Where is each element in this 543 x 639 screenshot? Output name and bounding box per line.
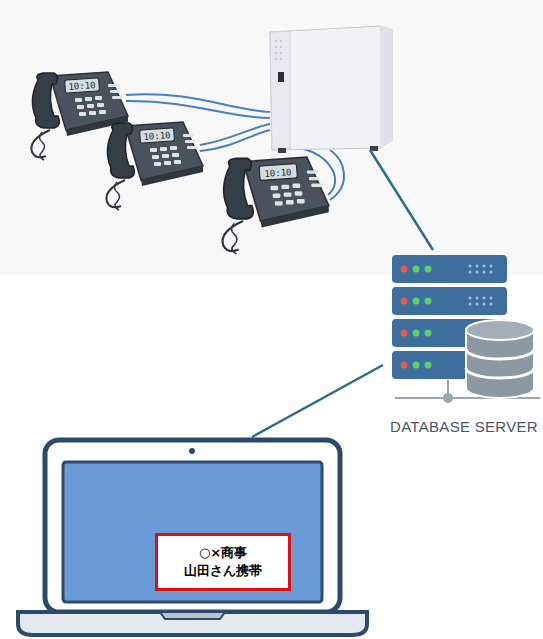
phone-display-time: 10:10 [264, 167, 292, 179]
phone-display-time: 10:10 [68, 80, 96, 92]
phone-display-time: 10:10 [143, 130, 171, 142]
caller-popup: ○×商事 山田さん携帯 [155, 533, 291, 591]
node-text: DATABASE SERVER [390, 418, 538, 435]
node-text: ○×商事 山田さん携帯 [168, 544, 278, 579]
server-node: DATABASE SERVER [385, 250, 543, 435]
